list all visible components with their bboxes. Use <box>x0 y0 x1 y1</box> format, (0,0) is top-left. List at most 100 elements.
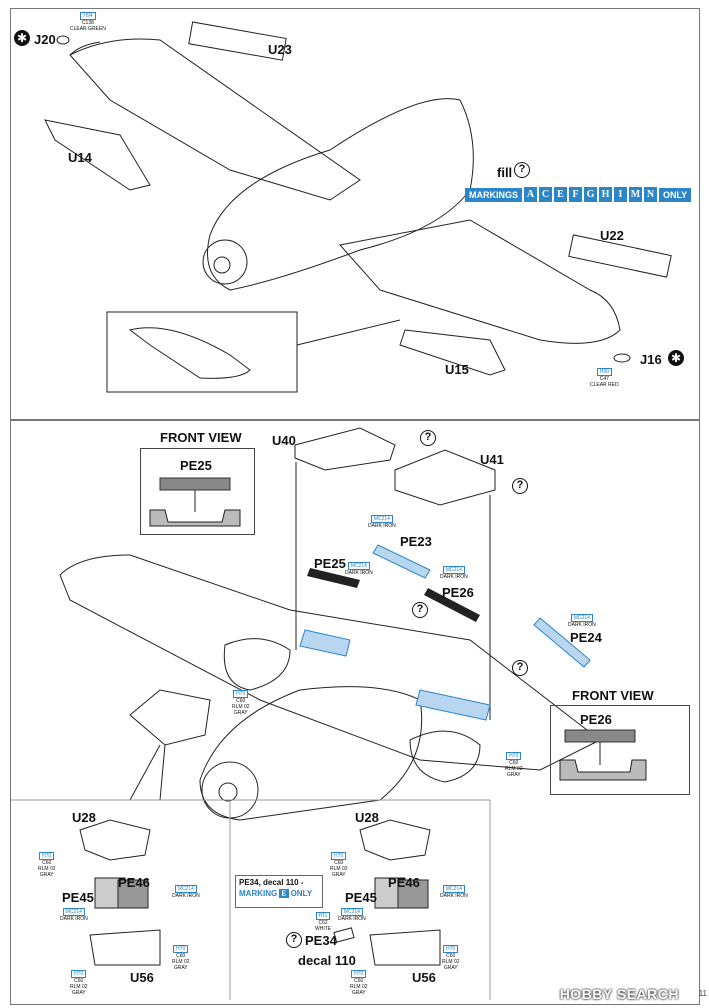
front-view-right-box <box>550 705 690 795</box>
paint-c: C62 <box>318 920 328 926</box>
sub-left-paint-pe45: MC214 DARK IRON <box>60 908 88 922</box>
sub-right-paint-pe45: MC214 DARK IRON <box>338 908 366 922</box>
paint-j16: H90 C47 CLEAR RED <box>590 368 619 388</box>
paint-code: MC214 <box>174 885 197 893</box>
u56-right <box>369 929 441 966</box>
paint-pe26: MC214 DARK IRON <box>440 566 468 580</box>
front-view-left-part: PE25 <box>180 458 212 473</box>
sub-right-paint-white: H11 C62 WHITE <box>315 912 331 932</box>
paint-j20-name: CLEAR GREEN <box>70 26 106 32</box>
sub-left-paint-top: H70 C60 RLM 02 GRAY <box>38 852 56 878</box>
sub-right-decal: decal 110 <box>298 953 356 968</box>
paint-j16-c: C47 <box>599 376 609 382</box>
sub-left-pe45: PE45 <box>62 890 94 905</box>
paint-code: H11 <box>315 912 331 920</box>
paint-name: WHITE <box>315 926 332 932</box>
u41-part <box>394 449 496 506</box>
marking-letter: F <box>569 187 582 202</box>
pe-parts <box>299 544 591 721</box>
marking-letter: C <box>539 187 552 202</box>
u15-part <box>399 329 506 376</box>
bottom-panel <box>10 420 700 1005</box>
paint-name1: RLM 02 <box>172 959 190 965</box>
paint-name2: GRAY <box>39 872 54 878</box>
page-number: 11 <box>698 989 707 998</box>
pe46-left <box>117 879 149 909</box>
u14-part <box>44 119 151 191</box>
pe34-question-icon: ? <box>286 932 302 948</box>
label-u41: U41 <box>480 452 504 467</box>
fill-question-icon: ? <box>514 162 530 178</box>
label-pe23: PE23 <box>400 534 432 549</box>
paint-j20-c: C138 <box>81 20 94 26</box>
paint-gray-c: C60 <box>509 760 519 766</box>
sub-right-pe46: PE46 <box>388 875 420 890</box>
paint-name: DARK IRON <box>172 893 200 899</box>
marking-letter: I <box>614 187 627 202</box>
paint-pe26-code: MC214 <box>442 566 465 574</box>
j16-part <box>613 353 631 363</box>
marking-letter: H <box>599 187 612 202</box>
label-pe25: PE25 <box>314 556 346 571</box>
paint-c: C60 <box>334 860 344 866</box>
paint-c: C60 <box>74 978 84 984</box>
u41-question-icon: ? <box>512 478 528 494</box>
paint-name: DARK IRON <box>338 916 366 922</box>
front-view-left-title: FRONT VIEW <box>160 430 242 445</box>
pe26-question-icon: ? <box>412 602 428 618</box>
lower-wing <box>59 554 601 771</box>
markings-suffix: ONLY <box>659 187 692 202</box>
paint-c: C60 <box>354 978 364 984</box>
paint-j16-name: CLEAR RED <box>590 382 619 388</box>
paint-gray-name1: RLM 02 <box>505 766 523 772</box>
pe34-note-marking: MARKING <box>239 889 278 898</box>
paint-name2: GRAY <box>71 990 86 996</box>
front-view-right-title: FRONT VIEW <box>572 688 654 703</box>
marking-letter: N <box>644 187 657 202</box>
paint-c: C60 <box>176 953 186 959</box>
paint-code: H70 <box>351 970 367 978</box>
watermark: HOBBY SEARCH <box>559 986 679 1002</box>
wing-left <box>69 38 361 201</box>
sub-right-pe45: PE45 <box>345 890 377 905</box>
paint-name2: GRAY <box>331 872 346 878</box>
paint-gray-name2: GRAY <box>506 772 521 778</box>
paint-pe24-name: DARK IRON <box>568 622 596 628</box>
paint-code: MC214 <box>442 885 465 893</box>
paint-name1: RLM 02 <box>330 866 348 872</box>
marking-letter: G <box>584 187 597 202</box>
paint-gray-code: H70 <box>233 690 249 698</box>
pe34-note-only: ONLY <box>290 889 313 898</box>
paint-gray-code: H70 <box>506 752 522 760</box>
front-view-right-part: PE26 <box>580 712 612 727</box>
sub-left-u28: U28 <box>72 810 96 825</box>
pe34-note-box: PE34, decal 110 - MARKING E ONLY <box>235 875 323 908</box>
sub-left-paint-bottom: H70 C60 RLM 02 GRAY <box>70 970 88 996</box>
sub-right-paint-bottom: H70 C60 RLM 02 GRAY <box>350 970 368 996</box>
j16-new-part-icon: ✱ <box>668 350 684 366</box>
paint-code: H70 <box>443 945 459 953</box>
paint-gray-name2: GRAY <box>233 710 248 716</box>
paint-gray-name1: RLM 02 <box>232 704 250 710</box>
sub-left-paint-pe46: MC214 DARK IRON <box>172 885 200 899</box>
label-pe24: PE24 <box>570 630 602 645</box>
u56-left <box>89 929 161 966</box>
u23-part <box>188 21 287 61</box>
sub-right-u28: U28 <box>355 810 379 825</box>
label-j20: J20 <box>34 32 56 47</box>
sub-right-u56: U56 <box>412 970 436 985</box>
inset-box <box>106 311 298 393</box>
wingtip-left <box>69 41 101 56</box>
wing-right <box>339 219 621 344</box>
paint-code: MC214 <box>62 908 85 916</box>
paint-name1: RLM 02 <box>350 984 368 990</box>
paint-name1: RLM 02 <box>70 984 88 990</box>
paint-pe25-name: DARK IRON <box>345 570 373 576</box>
label-u22: U22 <box>600 228 624 243</box>
paint-gray-center: H70 C60 RLM 02 GRAY <box>232 690 250 716</box>
cover-part <box>129 689 211 746</box>
paint-j16-code: H90 <box>596 368 612 376</box>
label-j16: J16 <box>640 352 662 367</box>
paint-code: H70 <box>39 852 55 860</box>
